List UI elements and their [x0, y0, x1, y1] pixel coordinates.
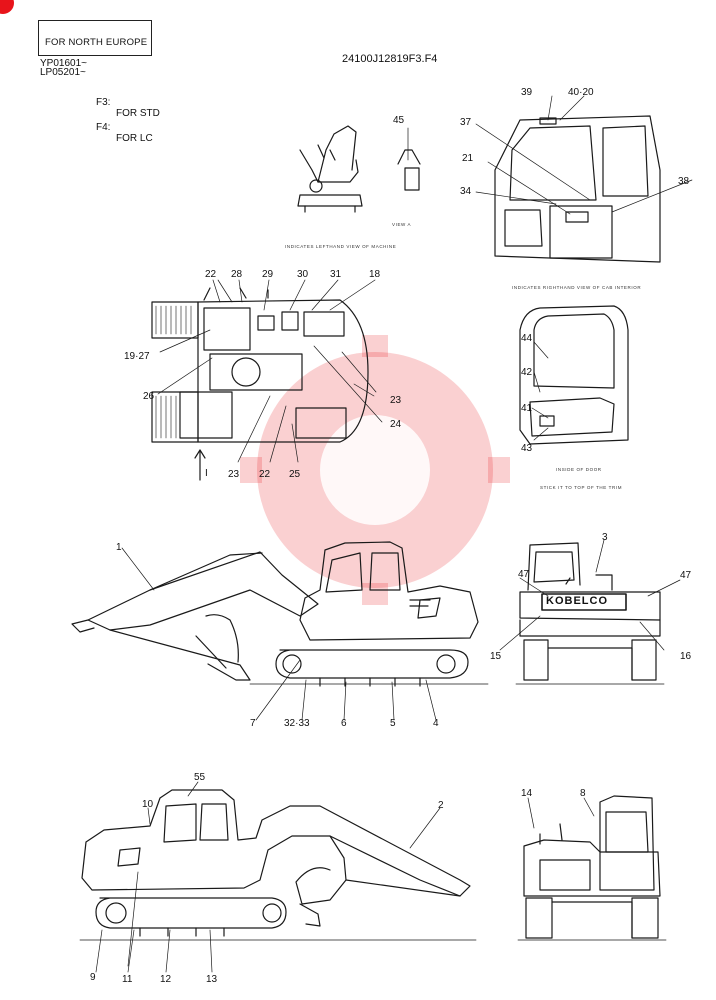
operator-seat-view: [297, 125, 363, 213]
callout-55: 55: [194, 772, 206, 783]
top-view-track-hatch: [155, 305, 192, 439]
callout-28: 28: [231, 269, 243, 280]
callout-23-right: 23: [390, 395, 402, 406]
section-arrow-icon: [194, 449, 206, 481]
callout-9: 9: [90, 972, 96, 983]
note-left-view: INDICATES LEFTHAND VIEW OF MACHINE: [285, 244, 397, 249]
callout-14: 14: [521, 788, 533, 799]
cab-interior-right-view: [494, 115, 661, 263]
callout-22-bottom: 22: [259, 469, 271, 480]
callout-47-left: 47: [518, 569, 530, 580]
note-cab-right: INDICATES RIGHTHAND VIEW OF CAB INTERIOR: [512, 285, 642, 290]
note-door-inside: INSIDE OF DOOR: [556, 467, 602, 472]
excavator-left-side-view: [71, 541, 479, 687]
callout-42: 42: [521, 367, 533, 378]
callout-13: 13: [206, 974, 218, 985]
callout-23-bottom: 23: [228, 469, 240, 480]
serial-number-1: YP01601~: [40, 58, 87, 69]
callout-41: 41: [521, 403, 533, 414]
region-box: FOR NORTH EUROPE: [38, 20, 152, 56]
callout-8: 8: [580, 788, 586, 799]
callout-26: 26: [143, 391, 155, 402]
callout-19-27: 19·27: [124, 351, 150, 362]
callout-24: 24: [390, 419, 402, 430]
callout-10: 10: [142, 799, 154, 810]
callout-25: 25: [289, 469, 301, 480]
callout-30: 30: [297, 269, 309, 280]
excavator-rear-view-2: [523, 795, 661, 939]
serial-number-2: LP05201~: [40, 67, 86, 78]
watermark-gear-center: [320, 415, 430, 525]
callout-34: 34: [460, 186, 472, 197]
callout-11: 11: [122, 974, 133, 985]
callout-2: 2: [438, 800, 444, 811]
callout-1: 1: [116, 542, 122, 553]
callout-47-right: 47: [680, 570, 692, 581]
note-view-a: VIEW A: [392, 222, 412, 227]
callout-39: 39: [521, 87, 533, 98]
callout-21: 21: [462, 153, 474, 164]
callout-40-20: 40·20: [568, 87, 594, 98]
f3-code: F3:: [96, 97, 111, 108]
callout-45: 45: [393, 115, 405, 126]
callout-15: 15: [490, 651, 502, 662]
callout-31: 31: [330, 269, 342, 280]
f4-code: F4:: [96, 122, 111, 133]
callout-5: 5: [390, 718, 396, 729]
machine-top-view: [151, 287, 369, 443]
callout-37: 37: [460, 117, 472, 128]
callout-29: 29: [262, 269, 274, 280]
callout-44: 44: [521, 333, 533, 344]
callout-3: 3: [602, 532, 608, 543]
f4-description: FOR LC: [116, 133, 153, 144]
drawing-number: 24100J12819F3.F4: [342, 53, 438, 65]
callout-38: 38: [678, 176, 690, 187]
callout-18: 18: [369, 269, 381, 280]
door-inside-view: [519, 305, 629, 445]
view-a-panel: [397, 149, 421, 191]
region-label: FOR NORTH EUROPE: [45, 37, 148, 48]
excavator-right-side-view: [81, 789, 471, 937]
callout-12: 12: [160, 974, 172, 985]
note-stick-top: STICK IT TO TOP OF THE TRIM: [540, 485, 623, 490]
callout-43: 43: [521, 443, 533, 454]
excavator-rear-view-1: [519, 542, 661, 681]
callout-16: 16: [680, 651, 692, 662]
callout-4: 4: [433, 718, 439, 729]
callout-22-top: 22: [205, 269, 217, 280]
f3-description: FOR STD: [116, 108, 160, 119]
callout-32-33: 32·33: [284, 718, 310, 729]
watermark-gear-teeth: [240, 335, 510, 605]
corner-mark: [0, 0, 14, 14]
callout-7: 7: [250, 718, 256, 729]
leader-lines: [95, 95, 693, 973]
callout-6: 6: [341, 718, 347, 729]
arrow-label: I: [205, 468, 208, 479]
brand-decal: KOBELCO: [546, 595, 608, 607]
